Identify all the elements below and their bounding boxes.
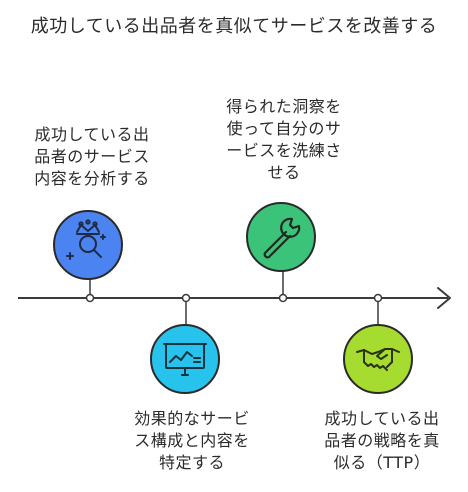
timeline-dot-4 <box>373 293 383 303</box>
step-1-node <box>53 210 123 280</box>
handshake-icon <box>356 348 400 371</box>
crown-magnifier-icon <box>66 219 106 260</box>
wrench-icon <box>263 217 301 259</box>
diagram-title: 成功している出品者を真似てサービスを改善する <box>30 16 438 37</box>
presentation-chart-icon <box>163 343 207 376</box>
timeline-arrowhead <box>437 287 451 309</box>
step-4-node <box>343 324 413 394</box>
step-2-label: 得られた洞察を 使って自分のサ ービスを洗練さ せる <box>226 97 342 182</box>
step-3-node <box>150 324 220 394</box>
step-3-label: 効果的なサービ ス構成と内容を 特定する <box>134 409 250 472</box>
step-2-node <box>246 202 316 272</box>
timeline-dot-1 <box>85 293 95 303</box>
timeline-dot-3 <box>278 293 288 303</box>
step-1-label: 成功している出 品者のサービス 内容を分析する <box>34 125 150 188</box>
timeline-dot-2 <box>181 293 191 303</box>
step-4-label: 成功している出 品者の戦略を真 似る（TTP） <box>324 409 440 472</box>
